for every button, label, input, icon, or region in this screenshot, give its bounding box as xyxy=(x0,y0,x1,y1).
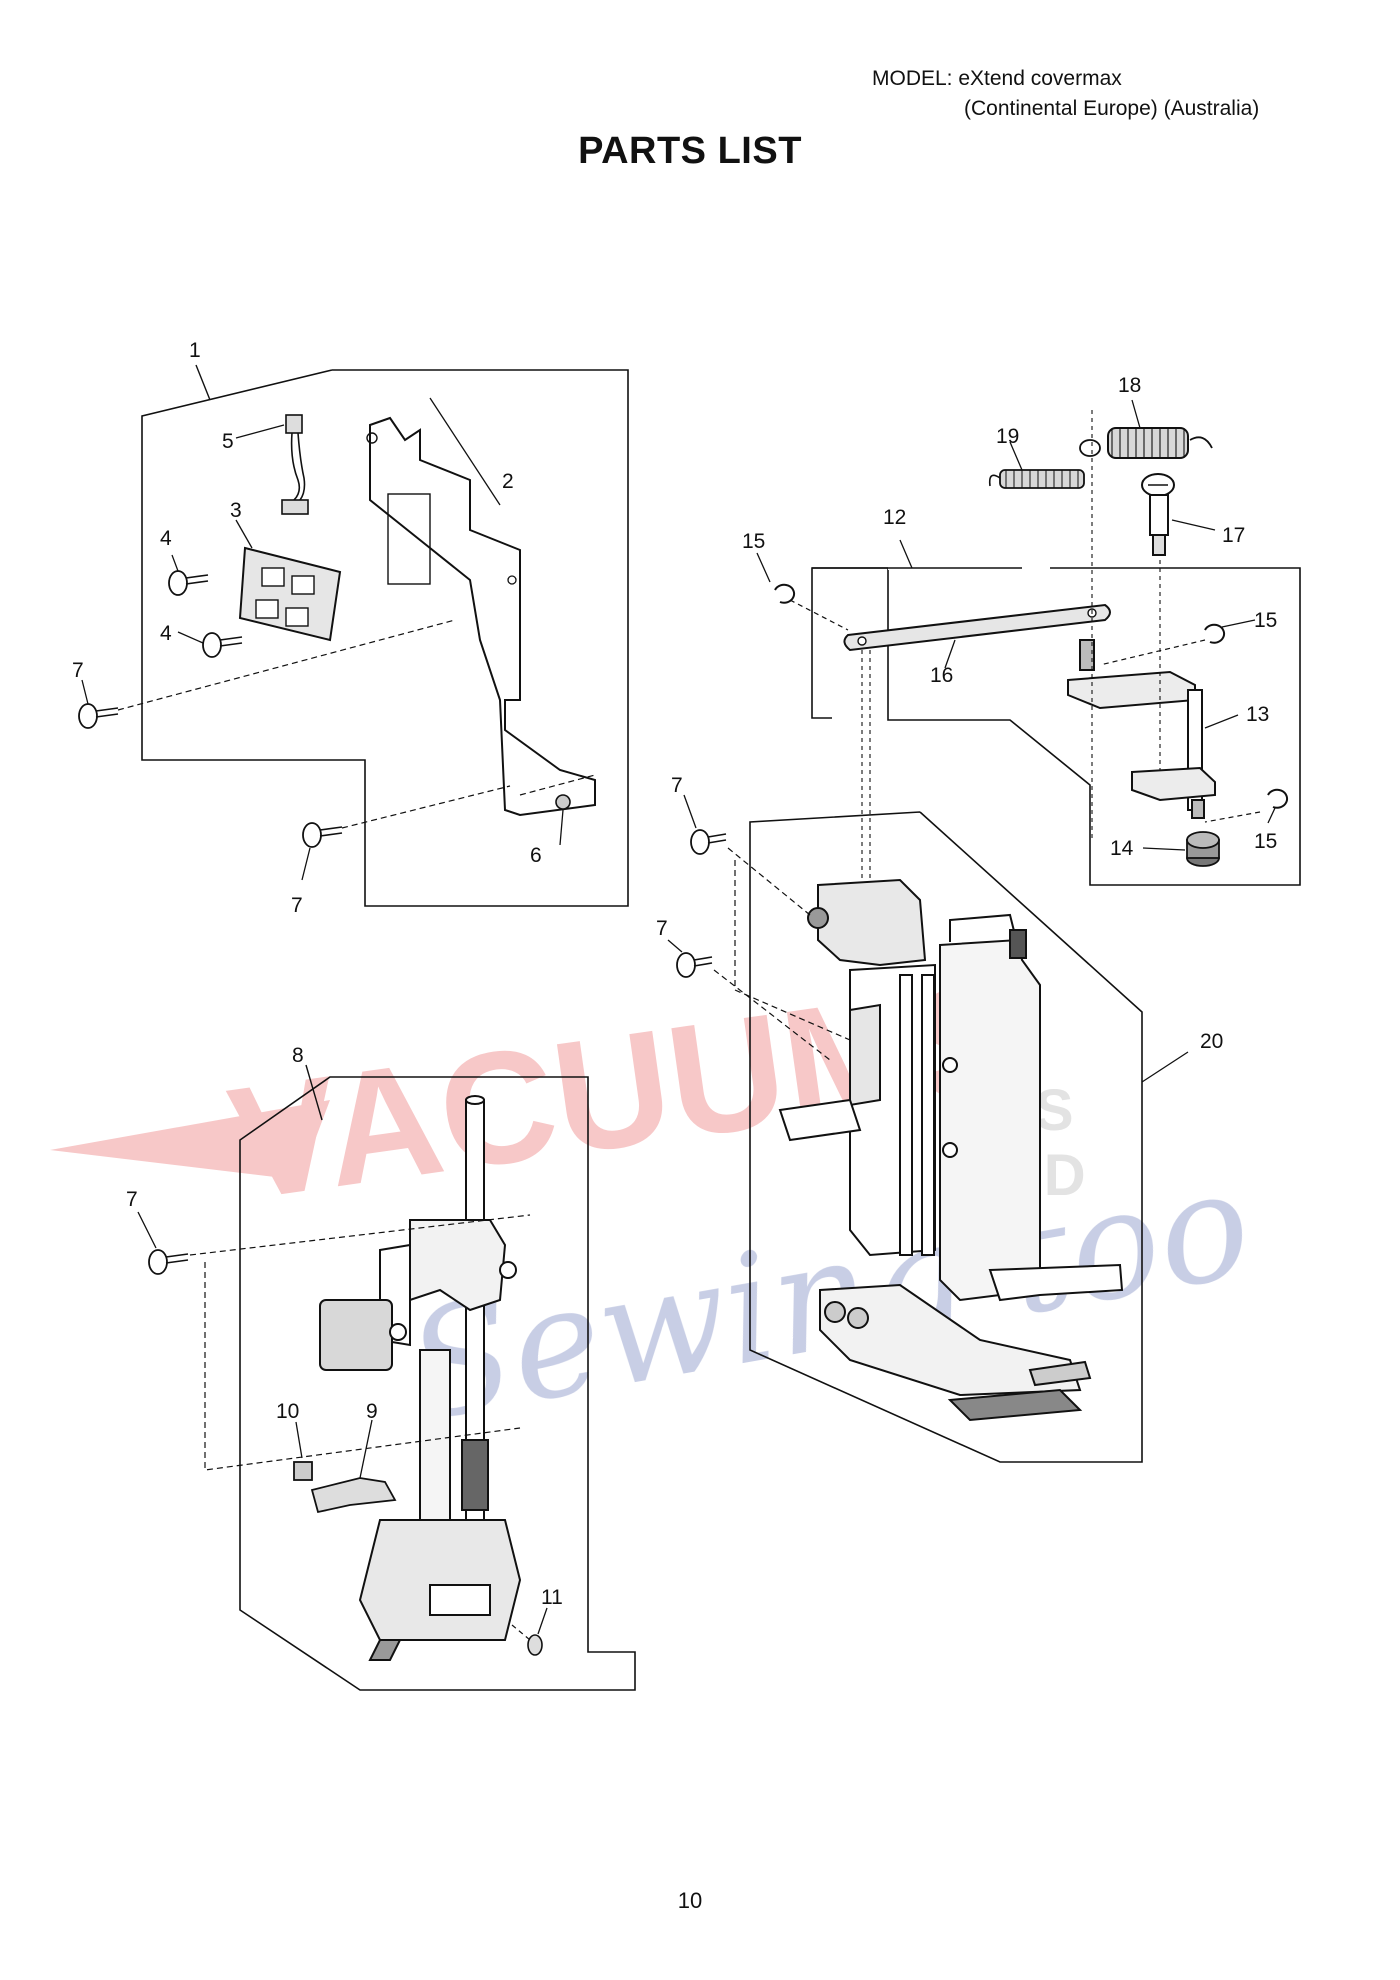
model-info: MODEL: eXtend covermax (Continental Euro… xyxy=(872,64,1259,124)
group-8-outline xyxy=(239,1076,636,1691)
part-7-screw-c xyxy=(137,1211,531,1275)
part-11-screw xyxy=(511,1607,548,1656)
part-7-screw-b xyxy=(301,785,511,881)
callout-14: 14 xyxy=(1110,837,1134,860)
callout-12: 12 xyxy=(883,506,906,529)
callout-7b: 7 xyxy=(291,894,303,917)
callout-7d: 7 xyxy=(671,774,683,797)
model-line-2: (Continental Europe) (Australia) xyxy=(964,97,1260,120)
callout-15b: 15 xyxy=(1254,609,1277,632)
part-7-screw-d xyxy=(683,794,811,916)
callout-18: 18 xyxy=(1118,374,1141,397)
callout-labels: 1 2 3 4 4 5 6 7 7 7 7 7 8 9 10 11 12 13 … xyxy=(72,339,1277,1609)
watermark-wing xyxy=(50,1100,330,1180)
callout-13: 13 xyxy=(1246,703,1269,726)
group-1-outline xyxy=(141,369,629,907)
page-title: PARTS LIST xyxy=(578,130,802,172)
part-19-spring xyxy=(988,441,1085,489)
callout-8: 8 xyxy=(292,1044,304,1067)
callout-2: 2 xyxy=(502,470,514,493)
part-7-screw-a xyxy=(78,619,456,729)
callout-6: 6 xyxy=(530,844,542,867)
group-20-outline xyxy=(749,811,1143,1463)
part-8-presser-bar-assembly xyxy=(319,1095,522,1661)
part-4-screw xyxy=(168,554,209,596)
callout-4b: 4 xyxy=(160,622,172,645)
callout-15c: 15 xyxy=(1254,830,1277,853)
callout-1: 1 xyxy=(189,339,201,362)
callout-16: 16 xyxy=(930,664,953,687)
part-6-nut xyxy=(555,794,571,810)
group-12-outline xyxy=(811,567,1301,886)
part-20-presser-foot-assembly xyxy=(778,878,1124,1422)
part-15-e-ring-c xyxy=(1204,788,1289,824)
part-5-connector xyxy=(235,414,309,515)
callout-11: 11 xyxy=(541,1586,563,1609)
page-number: 10 xyxy=(677,1888,703,1913)
callout-7c: 7 xyxy=(126,1188,138,1211)
part-9-lever xyxy=(310,1477,397,1514)
callout-19: 19 xyxy=(996,425,1019,448)
part-4-screw-b xyxy=(177,631,243,658)
callout-10: 10 xyxy=(276,1400,299,1423)
callout-3: 3 xyxy=(230,499,242,522)
part-15-e-ring-b xyxy=(1099,619,1256,666)
part-7-screw-e xyxy=(667,939,831,1061)
callout-15a: 15 xyxy=(742,530,765,553)
part-18-spring xyxy=(1079,399,1213,459)
part-13-bracket xyxy=(1067,639,1239,819)
callout-7a: 7 xyxy=(72,659,84,682)
part-2-bracket-plate xyxy=(369,416,596,817)
part-17-shoulder-screw xyxy=(1141,473,1216,556)
callout-7e: 7 xyxy=(656,917,668,940)
callout-9: 9 xyxy=(366,1400,378,1423)
callout-4a: 4 xyxy=(160,527,172,550)
model-line-1: MODEL: eXtend covermax xyxy=(872,67,1122,90)
part-14-collar xyxy=(1142,831,1220,867)
part-16-link-bar xyxy=(843,603,1111,652)
callout-5: 5 xyxy=(222,430,234,453)
callout-17: 17 xyxy=(1222,524,1245,547)
part-10-plate xyxy=(293,1461,313,1481)
part-15-e-ring-a xyxy=(756,552,849,631)
callout-20: 20 xyxy=(1200,1030,1223,1053)
